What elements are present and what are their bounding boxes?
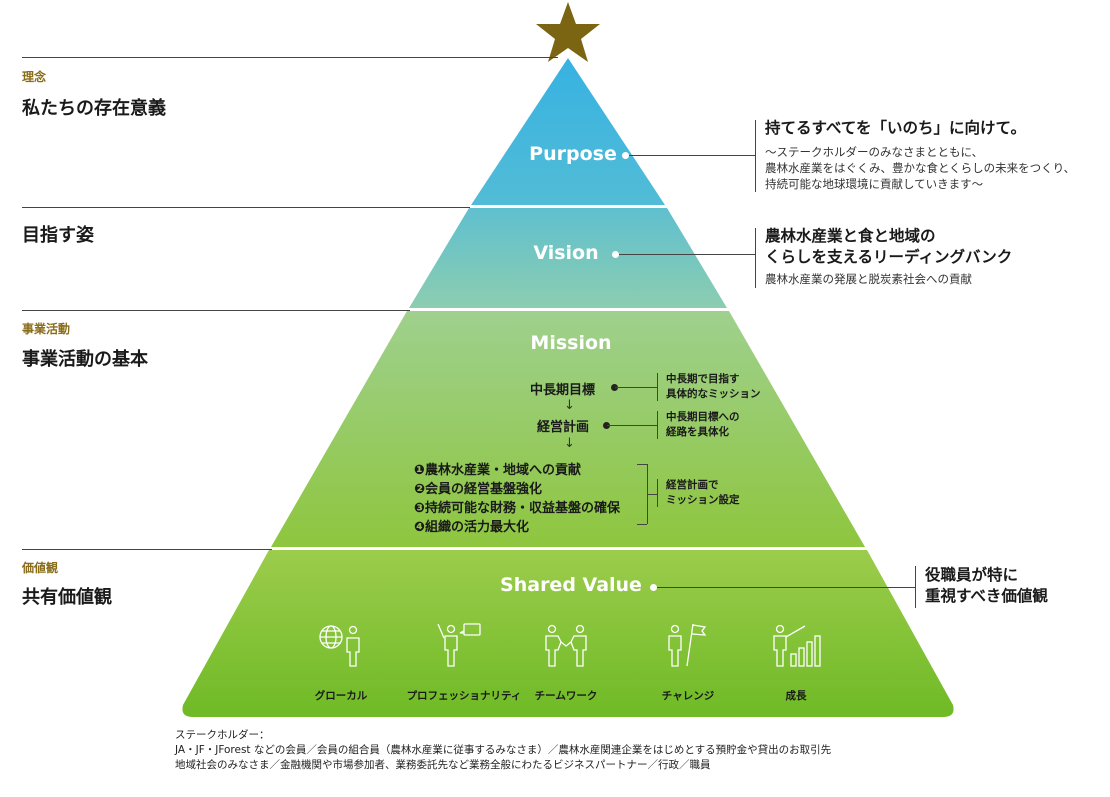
value-heading: 共有価値観 xyxy=(22,587,112,608)
globe-person-icon xyxy=(319,625,360,667)
step2-note: 中長期目標への 経路を具体化 xyxy=(666,411,740,438)
step2-note-bar xyxy=(657,411,658,439)
purpose-category: 理念 xyxy=(22,70,47,84)
value-bar xyxy=(915,566,916,608)
value-label-challenge: チャレンジ xyxy=(661,690,715,702)
value-title: 役職員が特に 重視すべき価値観 xyxy=(925,566,1048,605)
pyramid-mission-tier xyxy=(271,311,865,547)
value-connector xyxy=(657,587,915,588)
purpose-title: 持てるすべてを「いのち」に向けて。 xyxy=(765,119,1027,137)
value-label-growth: 成長 xyxy=(785,690,807,702)
mission-step-2: 経営計画 xyxy=(537,420,590,435)
mission-item-1: ❶農林水産業・地域への貢献 xyxy=(414,463,582,478)
items-note-bar xyxy=(657,479,658,507)
presenter-icon xyxy=(437,623,481,667)
step1-dot xyxy=(611,384,618,391)
purpose-connector xyxy=(629,155,755,156)
mission-item-4: ❹組織の活力最大化 xyxy=(414,520,530,535)
pyramid-purpose-tier xyxy=(471,58,665,205)
vision-subtext: 農林水産業の発展と脱炭素社会への貢献 xyxy=(765,272,972,286)
flag-person-icon xyxy=(668,623,707,667)
value-dot xyxy=(650,584,657,591)
purpose-bar xyxy=(755,120,756,192)
vision-label: Vision xyxy=(533,242,599,264)
arrow-1: ↓ xyxy=(564,398,575,413)
pyramid-vision-tier xyxy=(409,208,727,308)
vision-dot xyxy=(612,251,619,258)
vision-bar xyxy=(755,228,756,288)
shared-value-label: Shared Value xyxy=(500,574,642,596)
vision-title: 農林水産業と食と地域の くらしを支えるリーディングバンク xyxy=(765,227,1013,266)
value-label-glocal: グローカル xyxy=(314,690,368,702)
value-label-teamwork: チームワーク xyxy=(534,690,598,702)
step2-connector xyxy=(607,425,657,426)
step1-note: 中長期で目指す 具体的なミッション xyxy=(666,373,761,400)
growth-chart-icon xyxy=(773,624,821,667)
vision-connector xyxy=(619,254,755,255)
handshake-icon xyxy=(545,624,587,667)
step1-connector xyxy=(615,387,657,388)
purpose-heading: 私たちの存在意義 xyxy=(22,98,166,119)
bracket-connector xyxy=(647,494,657,495)
step1-note-bar xyxy=(657,373,658,401)
mission-item-2: ❷会員の経営基盤強化 xyxy=(414,482,543,497)
purpose-label: Purpose xyxy=(529,143,617,165)
purpose-dot xyxy=(622,152,629,159)
mission-heading: 事業活動の基本 xyxy=(22,349,148,370)
mission-step-1: 中長期目標 xyxy=(530,383,596,398)
mission-item-3: ❸持続可能な財務・収益基盤の確保 xyxy=(414,501,621,516)
divider-purpose xyxy=(22,57,558,58)
mission-label: Mission xyxy=(530,332,612,354)
step2-dot xyxy=(603,422,610,429)
value-label-professionality: プロフェッショナリティ xyxy=(406,690,522,702)
divider-value xyxy=(22,549,272,550)
items-note: 経営計画で ミッション設定 xyxy=(666,479,740,506)
mission-category: 事業活動 xyxy=(22,322,71,336)
value-category: 価値観 xyxy=(22,561,59,575)
vision-heading: 目指す姿 xyxy=(22,225,94,246)
pyramid-value-tier xyxy=(182,550,954,717)
bracket-top xyxy=(637,464,647,465)
stakeholder-footnote: ステークホルダー： JA・JF・JForest などの会員／会員の組合員（農林水… xyxy=(175,729,832,771)
arrow-2: ↓ xyxy=(564,436,575,451)
divider-vision xyxy=(22,207,470,208)
divider-mission xyxy=(22,310,410,311)
bracket-bottom xyxy=(637,524,647,525)
purpose-subtext: 〜ステークホルダーのみなさまとともに、 農林水産業をはぐくみ、豊かな食とくらしの… xyxy=(765,145,1076,191)
star-icon xyxy=(536,2,600,62)
